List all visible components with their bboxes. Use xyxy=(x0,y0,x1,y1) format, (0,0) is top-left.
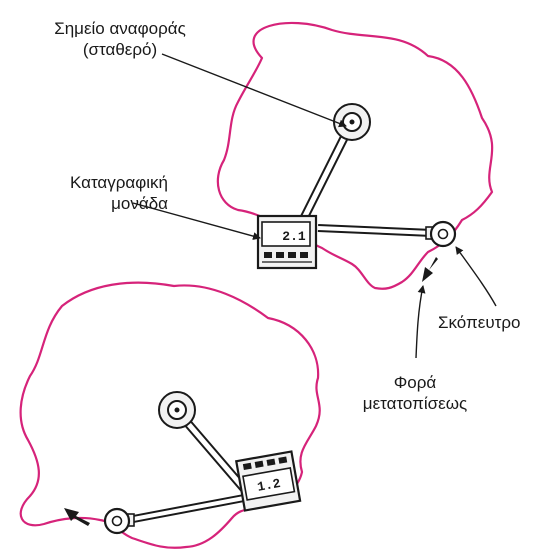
movement-arrow-upper-icon xyxy=(422,257,438,282)
label-reference-point-line2: (σταθερό) xyxy=(82,40,158,59)
traced-outline-upper xyxy=(216,21,494,290)
planimeter-lower: 1.2 xyxy=(103,391,302,535)
recording-unit-lower: 1.2 xyxy=(234,450,302,512)
traced-outline-lower xyxy=(19,281,321,549)
recording-unit-upper: 2.1 xyxy=(256,214,318,270)
leader-direction xyxy=(415,285,426,359)
leader-reference-point xyxy=(161,53,347,128)
label-recording-unit: Καταγραφική μονάδα xyxy=(8,172,168,214)
label-recording-unit-line2: μονάδα xyxy=(111,194,168,213)
movement-arrow-lower-icon xyxy=(64,508,90,526)
label-recording-unit-line1: Καταγραφική xyxy=(69,173,168,192)
leader-recording-unit xyxy=(132,202,261,240)
planimeter-upper: 2.1 xyxy=(256,103,457,270)
display-reading-lower: 1.2 xyxy=(256,476,282,495)
display-reading-upper: 2.1 xyxy=(282,229,306,244)
sight-upper xyxy=(425,220,457,248)
sight-lower xyxy=(103,507,135,535)
label-direction-line1: Φορά xyxy=(393,373,437,392)
label-reference-point: Σημείο αναφοράς (σταθερό) xyxy=(20,18,220,60)
label-reference-point-line1: Σημείο αναφοράς xyxy=(54,19,186,38)
leader-sight xyxy=(455,246,497,307)
label-sight: Σκόπευτρο xyxy=(438,313,521,332)
label-direction: Φορά μετατοπίσεως xyxy=(340,372,490,414)
label-direction-line2: μετατοπίσεως xyxy=(362,394,468,413)
